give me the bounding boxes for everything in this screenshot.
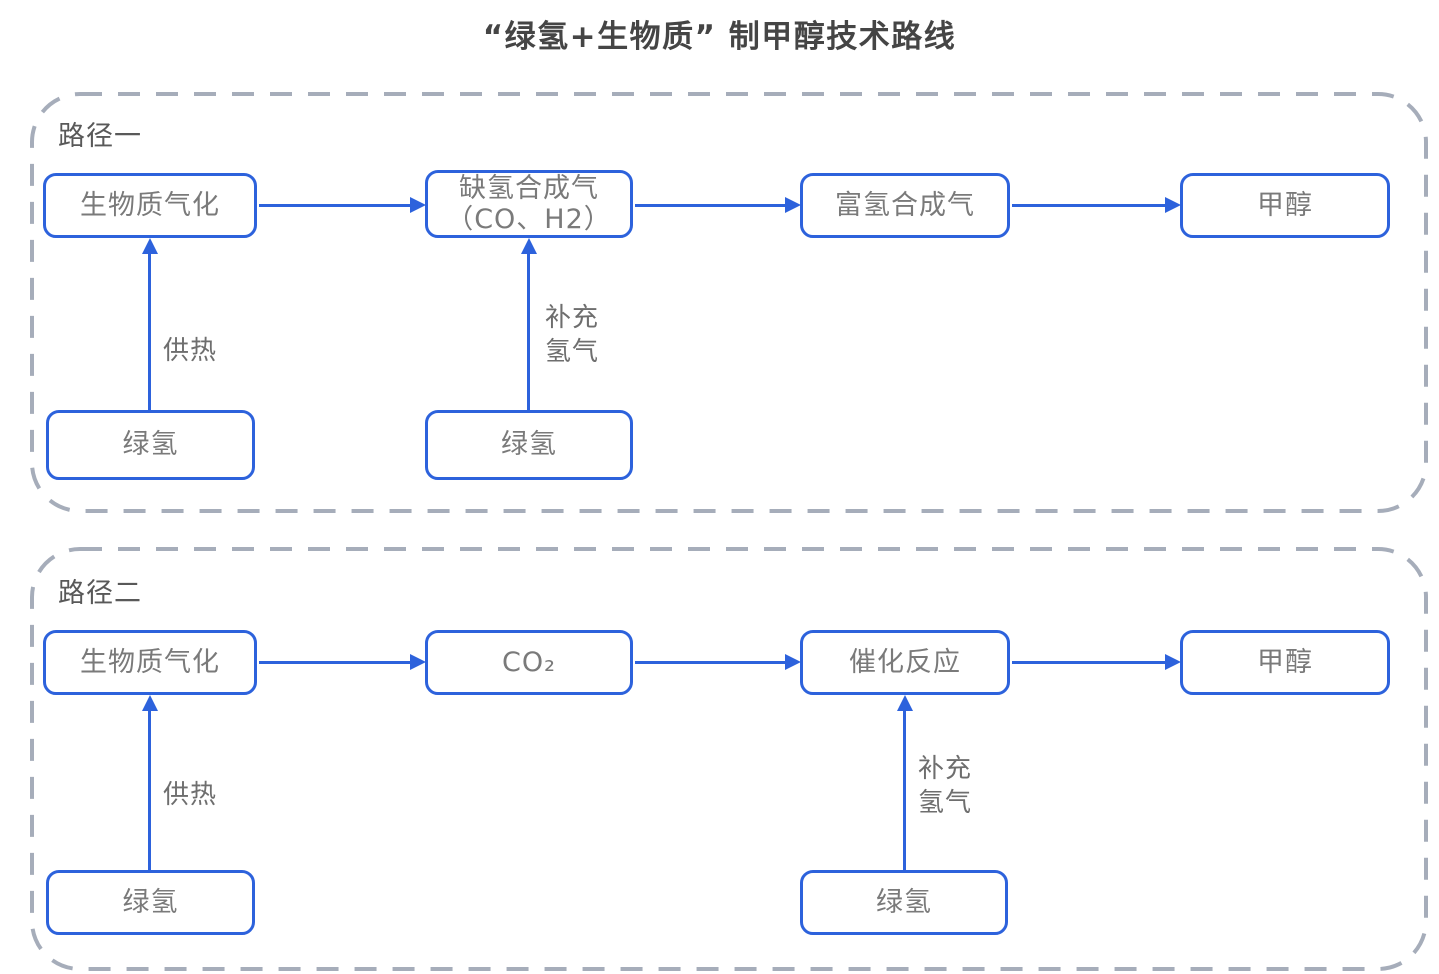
panel-path2-label: 路径二 (58, 578, 142, 609)
arrow-heat-p1-line (148, 253, 151, 410)
label-heat-p2: 供热 (163, 780, 218, 810)
box-rich-syngas: 富氢合成气 (800, 173, 1010, 238)
box-biomass-gasification-p2: 生物质气化 (43, 630, 257, 695)
arrow-gasification-to-lean-syngas-head (410, 197, 426, 213)
box-methanol-p2-label: 甲醇 (1257, 646, 1313, 678)
arrow-supplement-h2-p2-line (903, 710, 906, 870)
arrow-heat-p2-line (148, 710, 151, 870)
panel-path1-dashed-border (30, 92, 1428, 513)
label-supplement-h2-p2-line2: 氢气 (918, 787, 973, 818)
box-green-hydrogen-p2-left: 绿氢 (46, 870, 255, 935)
arrow-supplement-h2-p1-head (521, 238, 537, 254)
panel-path1-label: 路径一 (58, 121, 142, 152)
box-lean-syngas: 缺氢合成气 （CO、H2） (425, 170, 633, 238)
box-methanol-p1-label: 甲醇 (1257, 189, 1313, 221)
box-green-hydrogen-p1-left: 绿氢 (46, 410, 255, 480)
panel-path2: 路径二 生物质气化 CO₂ 催化反应 甲醇 绿氢 绿氢 (30, 547, 1428, 971)
label-supplement-h2-p1-line1: 补充 (545, 303, 600, 333)
box-green-hydrogen-p2-right-label: 绿氢 (876, 886, 932, 918)
box-rich-syngas-label: 富氢合成气 (835, 189, 975, 221)
arrow-catalysis-to-methanol-head (1165, 654, 1181, 670)
box-green-hydrogen-p1-left-label: 绿氢 (122, 429, 179, 461)
box-catalytic-reaction-label: 催化反应 (849, 646, 961, 678)
arrow-gasification-to-co2-head (410, 654, 426, 670)
arrow-catalysis-to-methanol-line (1012, 661, 1166, 664)
arrow-gasification-to-co2-line (259, 661, 411, 664)
box-co2-label: CO₂ (502, 646, 556, 678)
box-biomass-gasification-p1: 生物质气化 (43, 173, 257, 238)
box-green-hydrogen-p2-right: 绿氢 (800, 870, 1008, 935)
arrow-heat-p2-head (142, 695, 158, 711)
box-green-hydrogen-p2-left-label: 绿氢 (122, 886, 179, 918)
box-green-hydrogen-p1-mid: 绿氢 (425, 410, 633, 480)
box-lean-syngas-line2: （CO、H2） (446, 204, 612, 235)
panel-path2-dashed-border (30, 547, 1428, 971)
label-supplement-h2-p1-line2: 氢气 (545, 336, 600, 367)
page-title: “绿氢+生物质” 制甲醇技术路线 (482, 19, 957, 55)
box-biomass-gasification-p1-label: 生物质气化 (80, 189, 220, 221)
box-co2: CO₂ (425, 630, 633, 695)
arrow-rich-syngas-to-methanol-line (1012, 204, 1166, 207)
label-heat-p1: 供热 (163, 336, 218, 366)
box-methanol-p2: 甲醇 (1180, 630, 1390, 695)
label-supplement-h2-p2-line1: 补充 (918, 754, 973, 784)
box-lean-syngas-line1: 缺氢合成气 (459, 172, 599, 204)
arrow-heat-p1-head (142, 238, 158, 254)
arrow-rich-syngas-to-methanol-head (1165, 197, 1181, 213)
arrow-co2-to-catalysis-line (635, 661, 786, 664)
box-methanol-p1: 甲醇 (1180, 173, 1390, 238)
box-green-hydrogen-p1-mid-label: 绿氢 (501, 429, 557, 461)
panel-path1: 路径一 生物质气化 缺氢合成气 （CO、H2） 富氢合成气 甲醇 绿氢 绿氢 (30, 92, 1428, 513)
arrow-supplement-h2-p1-line (527, 253, 530, 410)
arrow-gasification-to-lean-syngas-line (259, 204, 411, 207)
box-biomass-gasification-p2-label: 生物质气化 (80, 646, 220, 678)
arrow-supplement-h2-p2-head (897, 695, 913, 711)
label-supplement-h2-p1: 补充 氢气 (545, 302, 599, 370)
arrow-lean-to-rich-syngas-line (635, 204, 786, 207)
arrow-co2-to-catalysis-head (785, 654, 801, 670)
arrow-lean-to-rich-syngas-head (785, 197, 801, 213)
box-catalytic-reaction: 催化反应 (800, 630, 1010, 695)
label-supplement-h2-p2: 补充 氢气 (918, 753, 972, 821)
